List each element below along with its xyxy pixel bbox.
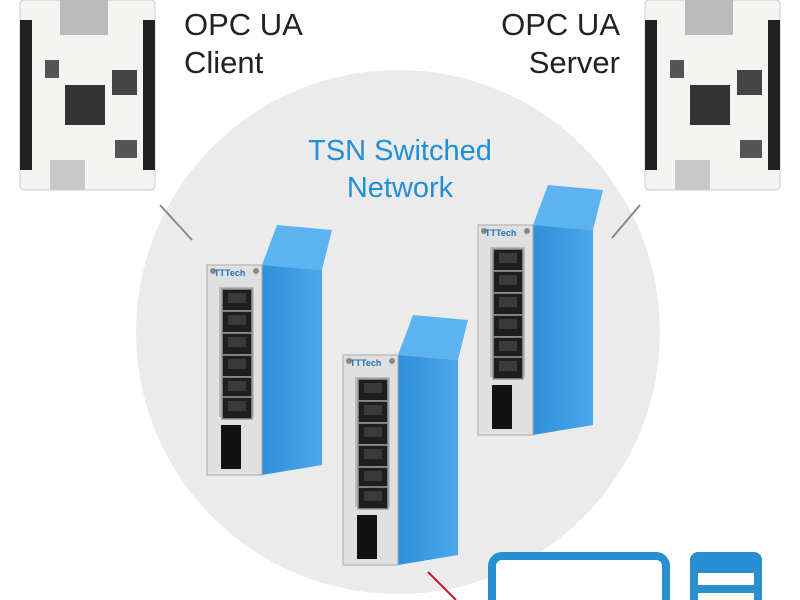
server-label-line-1: OPC UA — [501, 7, 620, 42]
monitor-link-line — [427, 571, 457, 600]
switch-logo: TTTech — [214, 268, 245, 278]
switch-logo: TTTech — [350, 358, 381, 368]
tsn-switch-1: TTTech — [207, 225, 332, 475]
server-board-image — [644, 0, 781, 191]
client-board-image — [19, 0, 156, 191]
server-label-line-2: Server — [528, 45, 620, 80]
server-icon — [690, 552, 762, 600]
server-label: OPC UA Server — [501, 6, 620, 82]
server-link-line — [611, 204, 641, 239]
tsn-switch-2: TTTech — [343, 315, 468, 565]
client-label-line-1: OPC UA — [184, 7, 303, 42]
monitor-icon — [488, 552, 670, 600]
network-label: TSN Switched Network — [270, 133, 530, 207]
client-label: OPC UA Client — [184, 6, 303, 82]
switch-logo: TTTech — [485, 228, 516, 238]
tsn-switch-3: TTTech — [478, 185, 603, 435]
network-label-line-2: Network — [346, 172, 454, 204]
client-label-line-2: Client — [184, 45, 264, 80]
network-label-line-1: TSN Switched — [308, 135, 492, 167]
client-link-line — [159, 204, 193, 241]
